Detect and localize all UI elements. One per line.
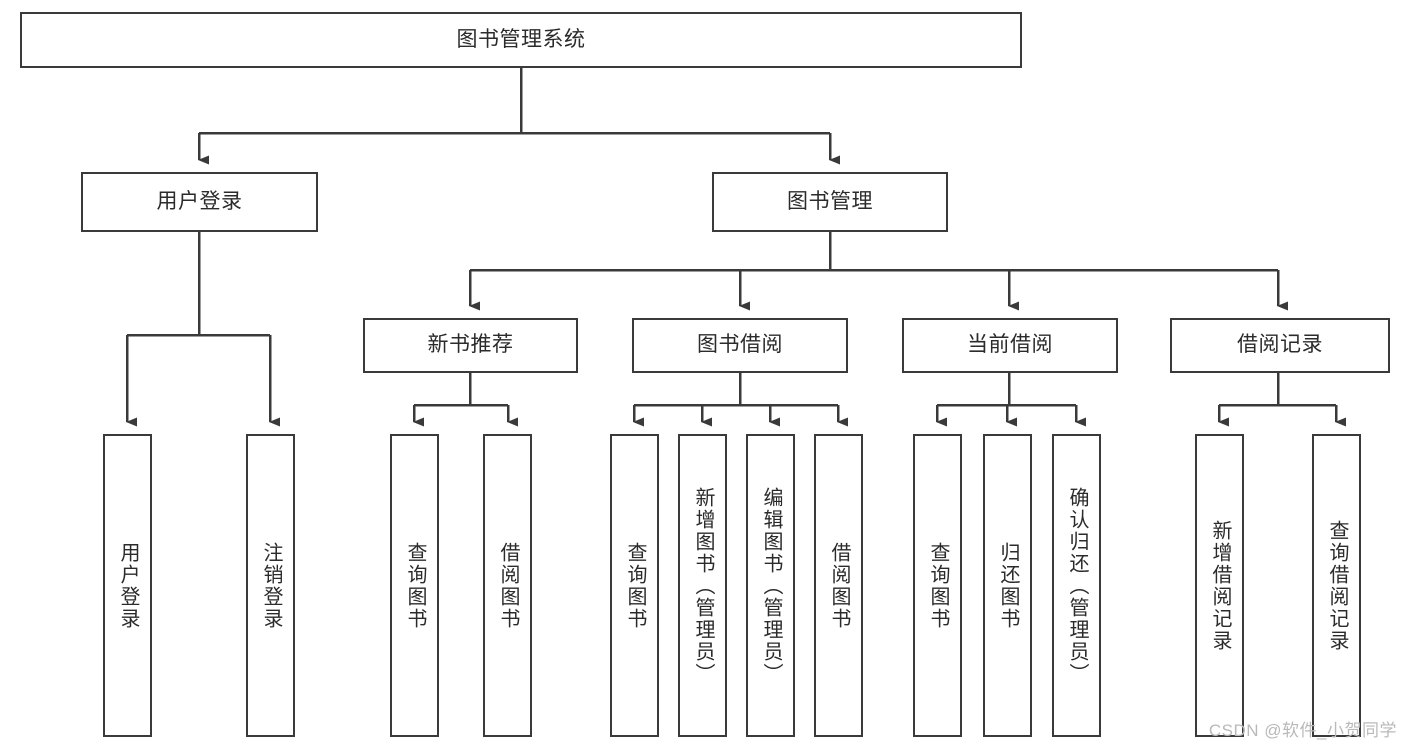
node-leaf-add-record-label: 新增借阅记录 <box>1209 519 1231 652</box>
node-leaf-query-book-3[interactable]: 查询图书 <box>913 434 962 737</box>
node-leaf-query-book-1-label: 查询图书 <box>404 541 426 630</box>
node-root[interactable]: 图书管理系统 <box>20 12 1022 68</box>
node-leaf-query-record[interactable]: 查询借阅记录 <box>1312 434 1361 737</box>
node-new-book-recommend[interactable]: 新书推荐 <box>363 318 578 373</box>
node-borrow-record-label: 借阅记录 <box>1237 333 1323 357</box>
node-leaf-query-record-label: 查询借阅记录 <box>1326 519 1348 652</box>
node-leaf-user-login-label: 用户登录 <box>117 541 139 630</box>
node-user-login[interactable]: 用户登录 <box>81 172 318 232</box>
node-borrow-record[interactable]: 借阅记录 <box>1170 318 1390 373</box>
node-leaf-add-book-label: 新增图书（管理员） <box>692 486 714 685</box>
node-leaf-return-book-label: 归还图书 <box>997 541 1019 630</box>
node-leaf-borrow-book-2[interactable]: 借阅图书 <box>814 434 863 737</box>
node-new-book-recommend-label: 新书推荐 <box>427 333 514 357</box>
node-leaf-query-book-1[interactable]: 查询图书 <box>390 434 439 737</box>
node-leaf-confirm-return[interactable]: 确认归还（管理员） <box>1052 434 1101 737</box>
node-leaf-borrow-book-1[interactable]: 借阅图书 <box>483 434 532 737</box>
node-leaf-user-login[interactable]: 用户登录 <box>103 434 152 737</box>
node-current-borrow-label: 当前借阅 <box>967 333 1053 357</box>
node-leaf-query-book-2[interactable]: 查询图书 <box>610 434 659 737</box>
node-leaf-add-record[interactable]: 新增借阅记录 <box>1195 434 1244 737</box>
node-leaf-confirm-return-label: 确认归还（管理员） <box>1066 486 1088 685</box>
node-user-login-label: 用户登录 <box>156 189 243 213</box>
node-leaf-return-book[interactable]: 归还图书 <box>983 434 1032 737</box>
node-leaf-query-book-3-label: 查询图书 <box>927 541 949 630</box>
node-root-label: 图书管理系统 <box>456 27 586 51</box>
node-leaf-edit-book[interactable]: 编辑图书（管理员） <box>746 434 795 737</box>
node-leaf-borrow-book-1-label: 借阅图书 <box>497 541 519 630</box>
node-leaf-borrow-book-2-label: 借阅图书 <box>828 541 850 630</box>
node-leaf-query-book-2-label: 查询图书 <box>624 541 646 630</box>
node-leaf-logout[interactable]: 注销登录 <box>246 434 295 737</box>
csdn-watermark: CSDN @软件_小贺同学 <box>1208 721 1397 740</box>
node-current-borrow[interactable]: 当前借阅 <box>902 318 1118 373</box>
node-leaf-edit-book-label: 编辑图书（管理员） <box>760 486 782 685</box>
node-leaf-logout-label: 注销登录 <box>260 541 282 630</box>
node-book-manage[interactable]: 图书管理 <box>712 172 948 232</box>
node-book-manage-label: 图书管理 <box>787 189 873 213</box>
node-book-borrow-label: 图书借阅 <box>697 333 783 357</box>
node-book-borrow[interactable]: 图书借阅 <box>632 318 848 373</box>
node-leaf-add-book[interactable]: 新增图书（管理员） <box>678 434 727 737</box>
